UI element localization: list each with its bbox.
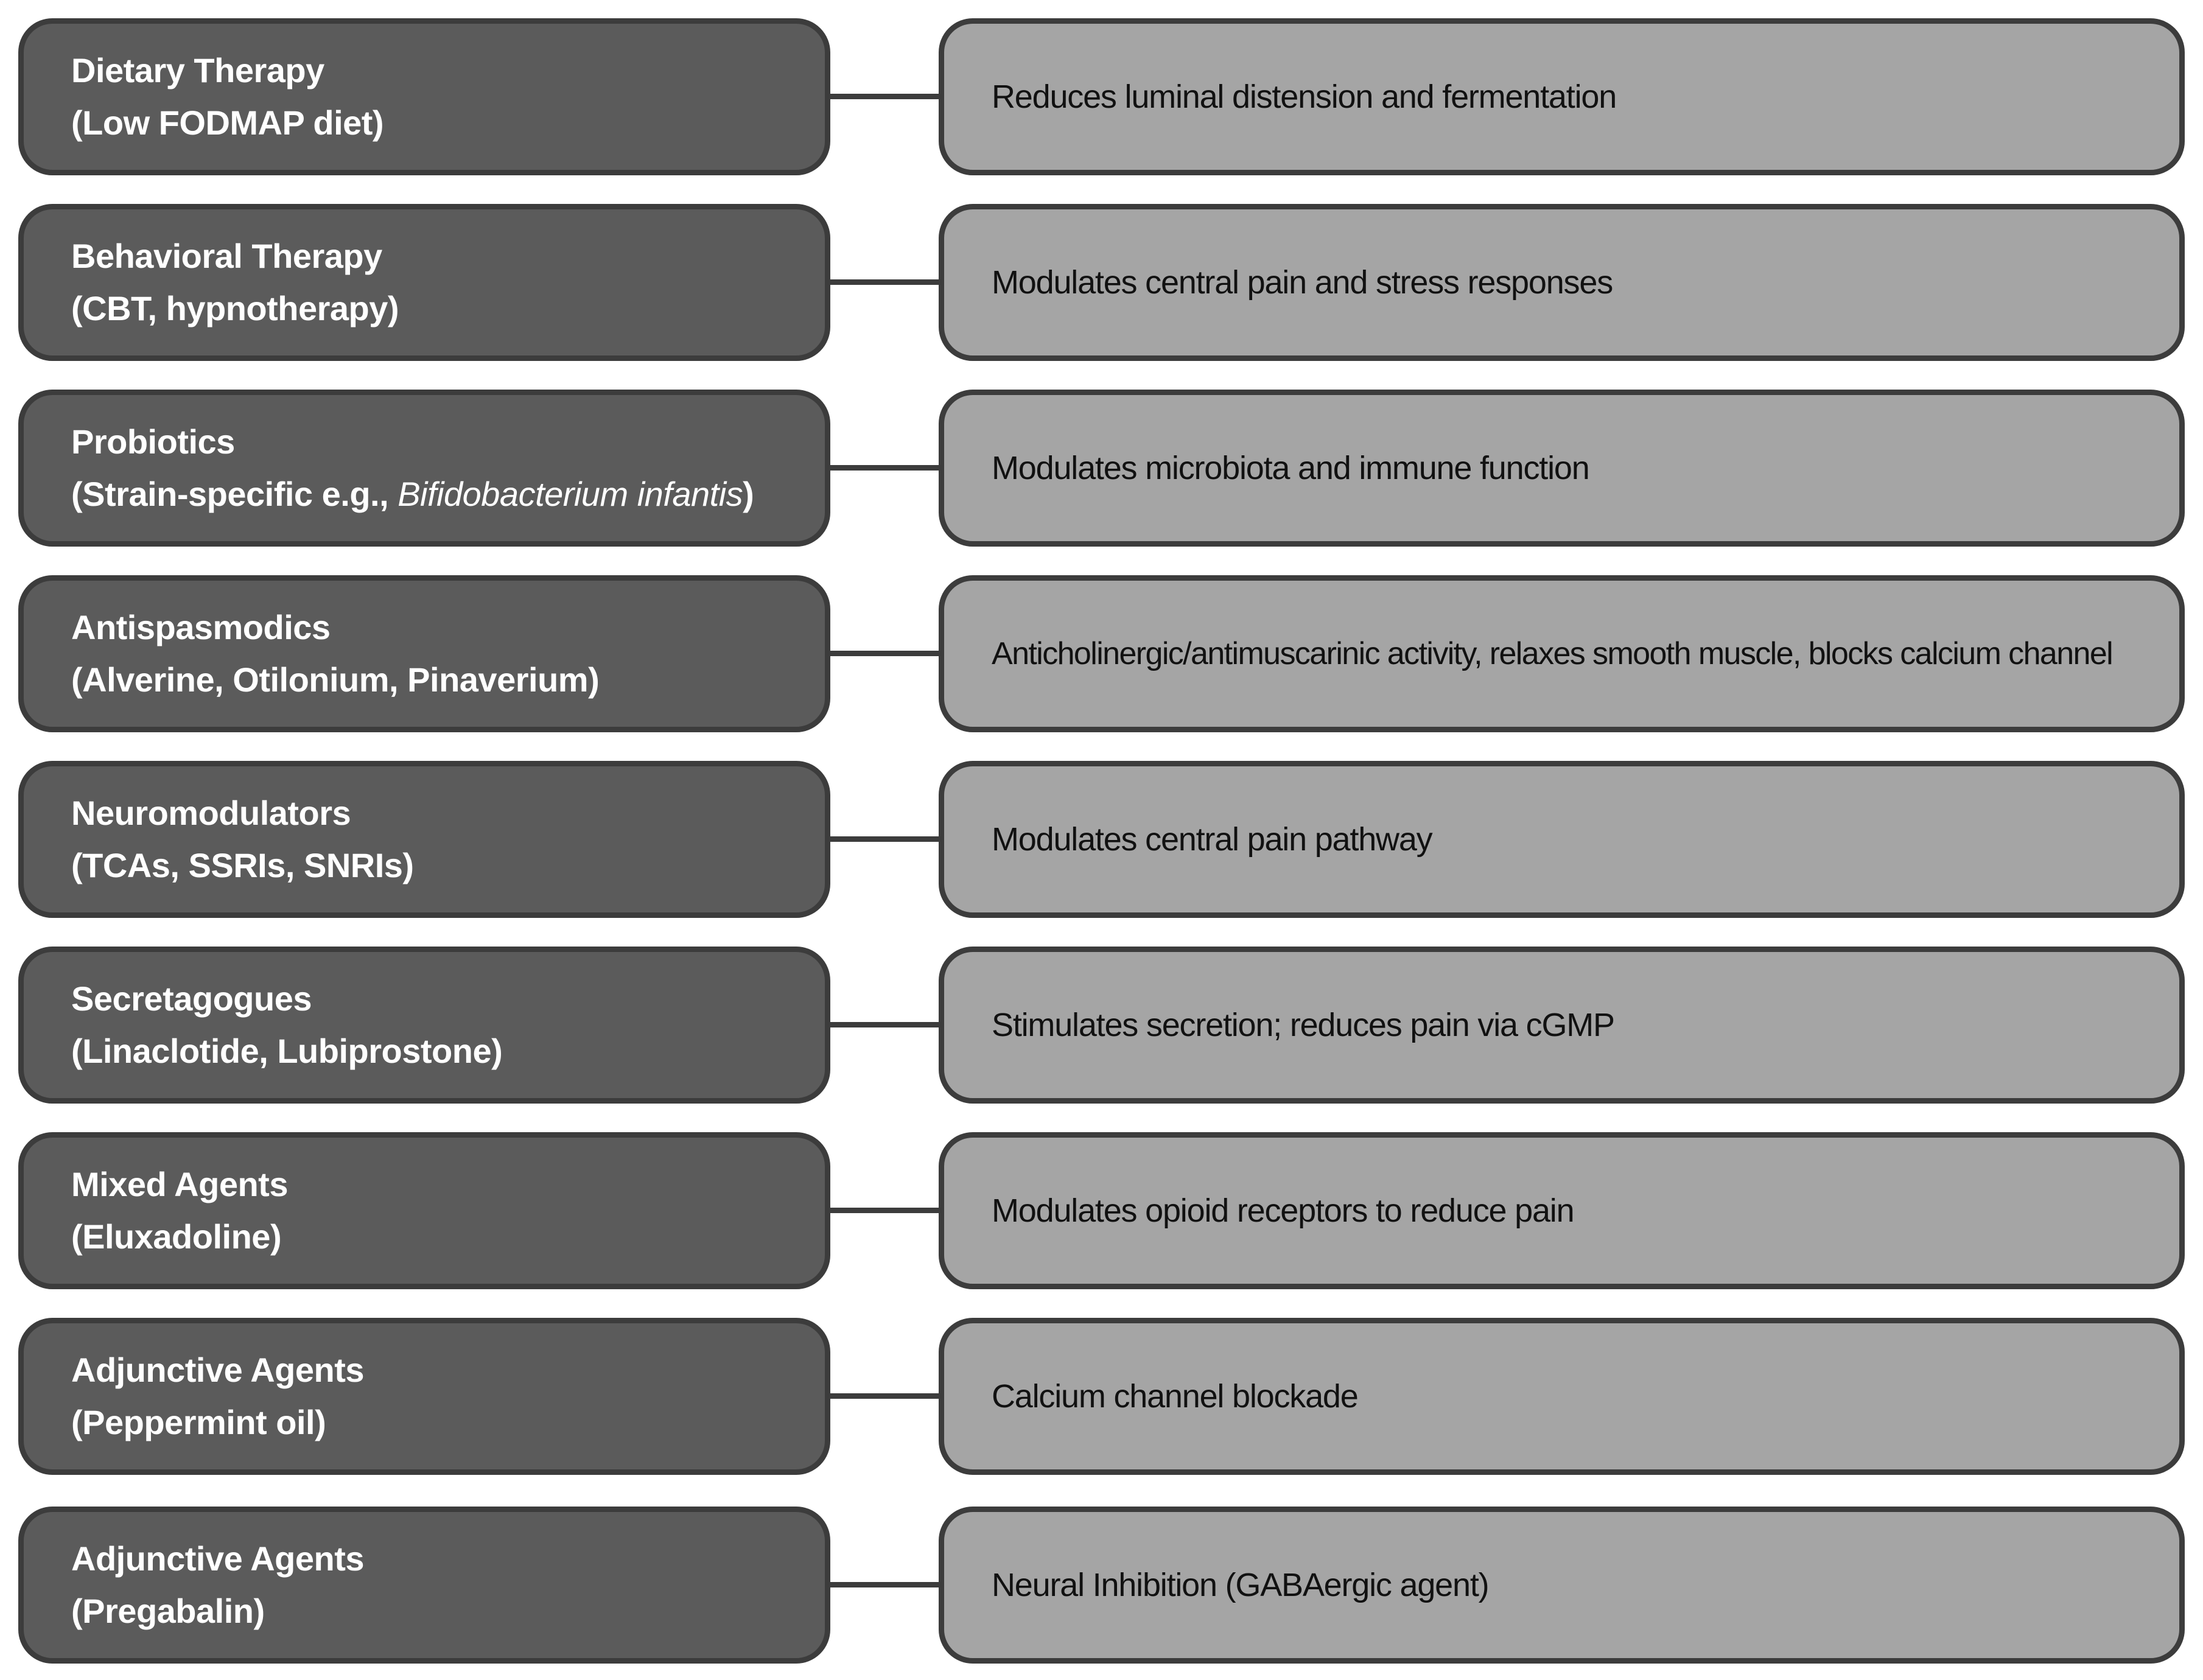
therapy-examples: (Strain-specific e.g., Bifidobacterium i… [71,468,825,520]
mechanism-box: Modulates central pain and stress respon… [939,204,2185,361]
mechanism-box: Modulates opioid receptors to reduce pai… [939,1132,2185,1289]
mechanism-text: Modulates microbiota and immune function [992,450,1590,486]
therapy-box: Adjunctive Agents (Pregabalin) [18,1507,830,1664]
therapy-category: Neuromodulators [71,794,351,832]
mechanism-box: Reduces luminal distension and fermentat… [939,18,2185,175]
mechanism-text: Modulates central pain pathway [992,821,1433,858]
therapy-box: Mixed Agents (Eluxadoline) [18,1132,830,1289]
therapy-row-dietary: Dietary Therapy (Low FODMAP diet) Reduce… [0,18,2203,175]
connector-line [830,1393,939,1399]
mechanism-box: Modulates microbiota and immune function [939,390,2185,547]
connector-line [830,1582,939,1587]
therapy-box: Behavioral Therapy (CBT, hypnotherapy) [18,204,830,361]
therapy-category: Behavioral Therapy [71,237,382,275]
therapy-examples: (Pregabalin) [71,1592,265,1630]
mechanism-box: Calcium channel blockade [939,1318,2185,1475]
therapy-box: Secretagogues (Linaclotide, Lubiprostone… [18,947,830,1104]
mechanism-box: Anticholinergic/antimuscarinic activity,… [939,575,2185,732]
therapy-examples: (CBT, hypnotherapy) [71,289,399,327]
therapy-row-mixed-agents: Mixed Agents (Eluxadoline) Modulates opi… [0,1132,2203,1289]
examples-suffix: ) [743,475,754,513]
mechanism-text: Neural Inhibition (GABAergic agent) [992,1567,1490,1603]
mechanism-text: Modulates central pain and stress respon… [992,264,1613,301]
mechanism-box: Modulates central pain pathway [939,761,2185,918]
connector-line [830,1208,939,1213]
therapy-category: Secretagogues [71,979,312,1018]
therapy-examples: (Alverine, Otilonium, Pinaverium) [71,660,600,699]
therapy-category: Dietary Therapy [71,51,324,89]
therapy-examples: (Linaclotide, Lubiprostone) [71,1032,503,1070]
mechanism-text: Calcium channel blockade [992,1378,1359,1415]
therapy-examples: (Eluxadoline) [71,1217,282,1256]
mechanism-text: Modulates opioid receptors to reduce pai… [992,1192,1575,1229]
connector-line [830,465,939,471]
therapy-row-behavioral: Behavioral Therapy (CBT, hypnotherapy) M… [0,204,2203,361]
connector-line [830,1022,939,1027]
therapy-examples: (Low FODMAP diet) [71,103,384,142]
therapy-category: Mixed Agents [71,1165,288,1203]
therapy-row-secretagogues: Secretagogues (Linaclotide, Lubiprostone… [0,947,2203,1104]
therapy-row-adjunctive-pregabalin: Adjunctive Agents (Pregabalin) Neural In… [0,1507,2203,1664]
mechanism-text: Stimulates secretion; reduces pain via c… [992,1007,1615,1043]
connector-line [830,279,939,285]
therapy-category: Probiotics [71,422,235,461]
mechanism-text: Reduces luminal distension and fermentat… [992,79,1617,115]
connector-line [830,94,939,99]
therapy-row-neuromodulators: Neuromodulators (TCAs, SSRIs, SNRIs) Mod… [0,761,2203,918]
mechanism-box: Stimulates secretion; reduces pain via c… [939,947,2185,1104]
therapy-examples: (TCAs, SSRIs, SNRIs) [71,846,414,884]
therapy-box: Adjunctive Agents (Peppermint oil) [18,1318,830,1475]
mechanism-box: Neural Inhibition (GABAergic agent) [939,1507,2185,1664]
therapy-row-adjunctive-peppermint: Adjunctive Agents (Peppermint oil) Calci… [0,1318,2203,1475]
therapy-box: Antispasmodics (Alverine, Otilonium, Pin… [18,575,830,732]
mechanism-text: Anticholinergic/antimuscarinic activity,… [992,636,2114,671]
therapy-examples: (Peppermint oil) [71,1403,326,1441]
therapy-row-antispasmodics: Antispasmodics (Alverine, Otilonium, Pin… [0,575,2203,732]
examples-species: Bifidobacterium infantis [398,475,743,513]
therapy-box: Dietary Therapy (Low FODMAP diet) [18,18,830,175]
therapy-category: Adjunctive Agents [71,1539,365,1578]
therapy-category: Adjunctive Agents [71,1351,365,1389]
connector-line [830,836,939,842]
connector-line [830,651,939,656]
therapy-box: Neuromodulators (TCAs, SSRIs, SNRIs) [18,761,830,918]
therapy-row-probiotics: Probiotics (Strain-specific e.g., Bifido… [0,390,2203,547]
therapy-box: Probiotics (Strain-specific e.g., Bifido… [18,390,830,547]
therapy-category: Antispasmodics [71,608,331,646]
examples-prefix: (Strain-specific e.g., [71,475,398,513]
